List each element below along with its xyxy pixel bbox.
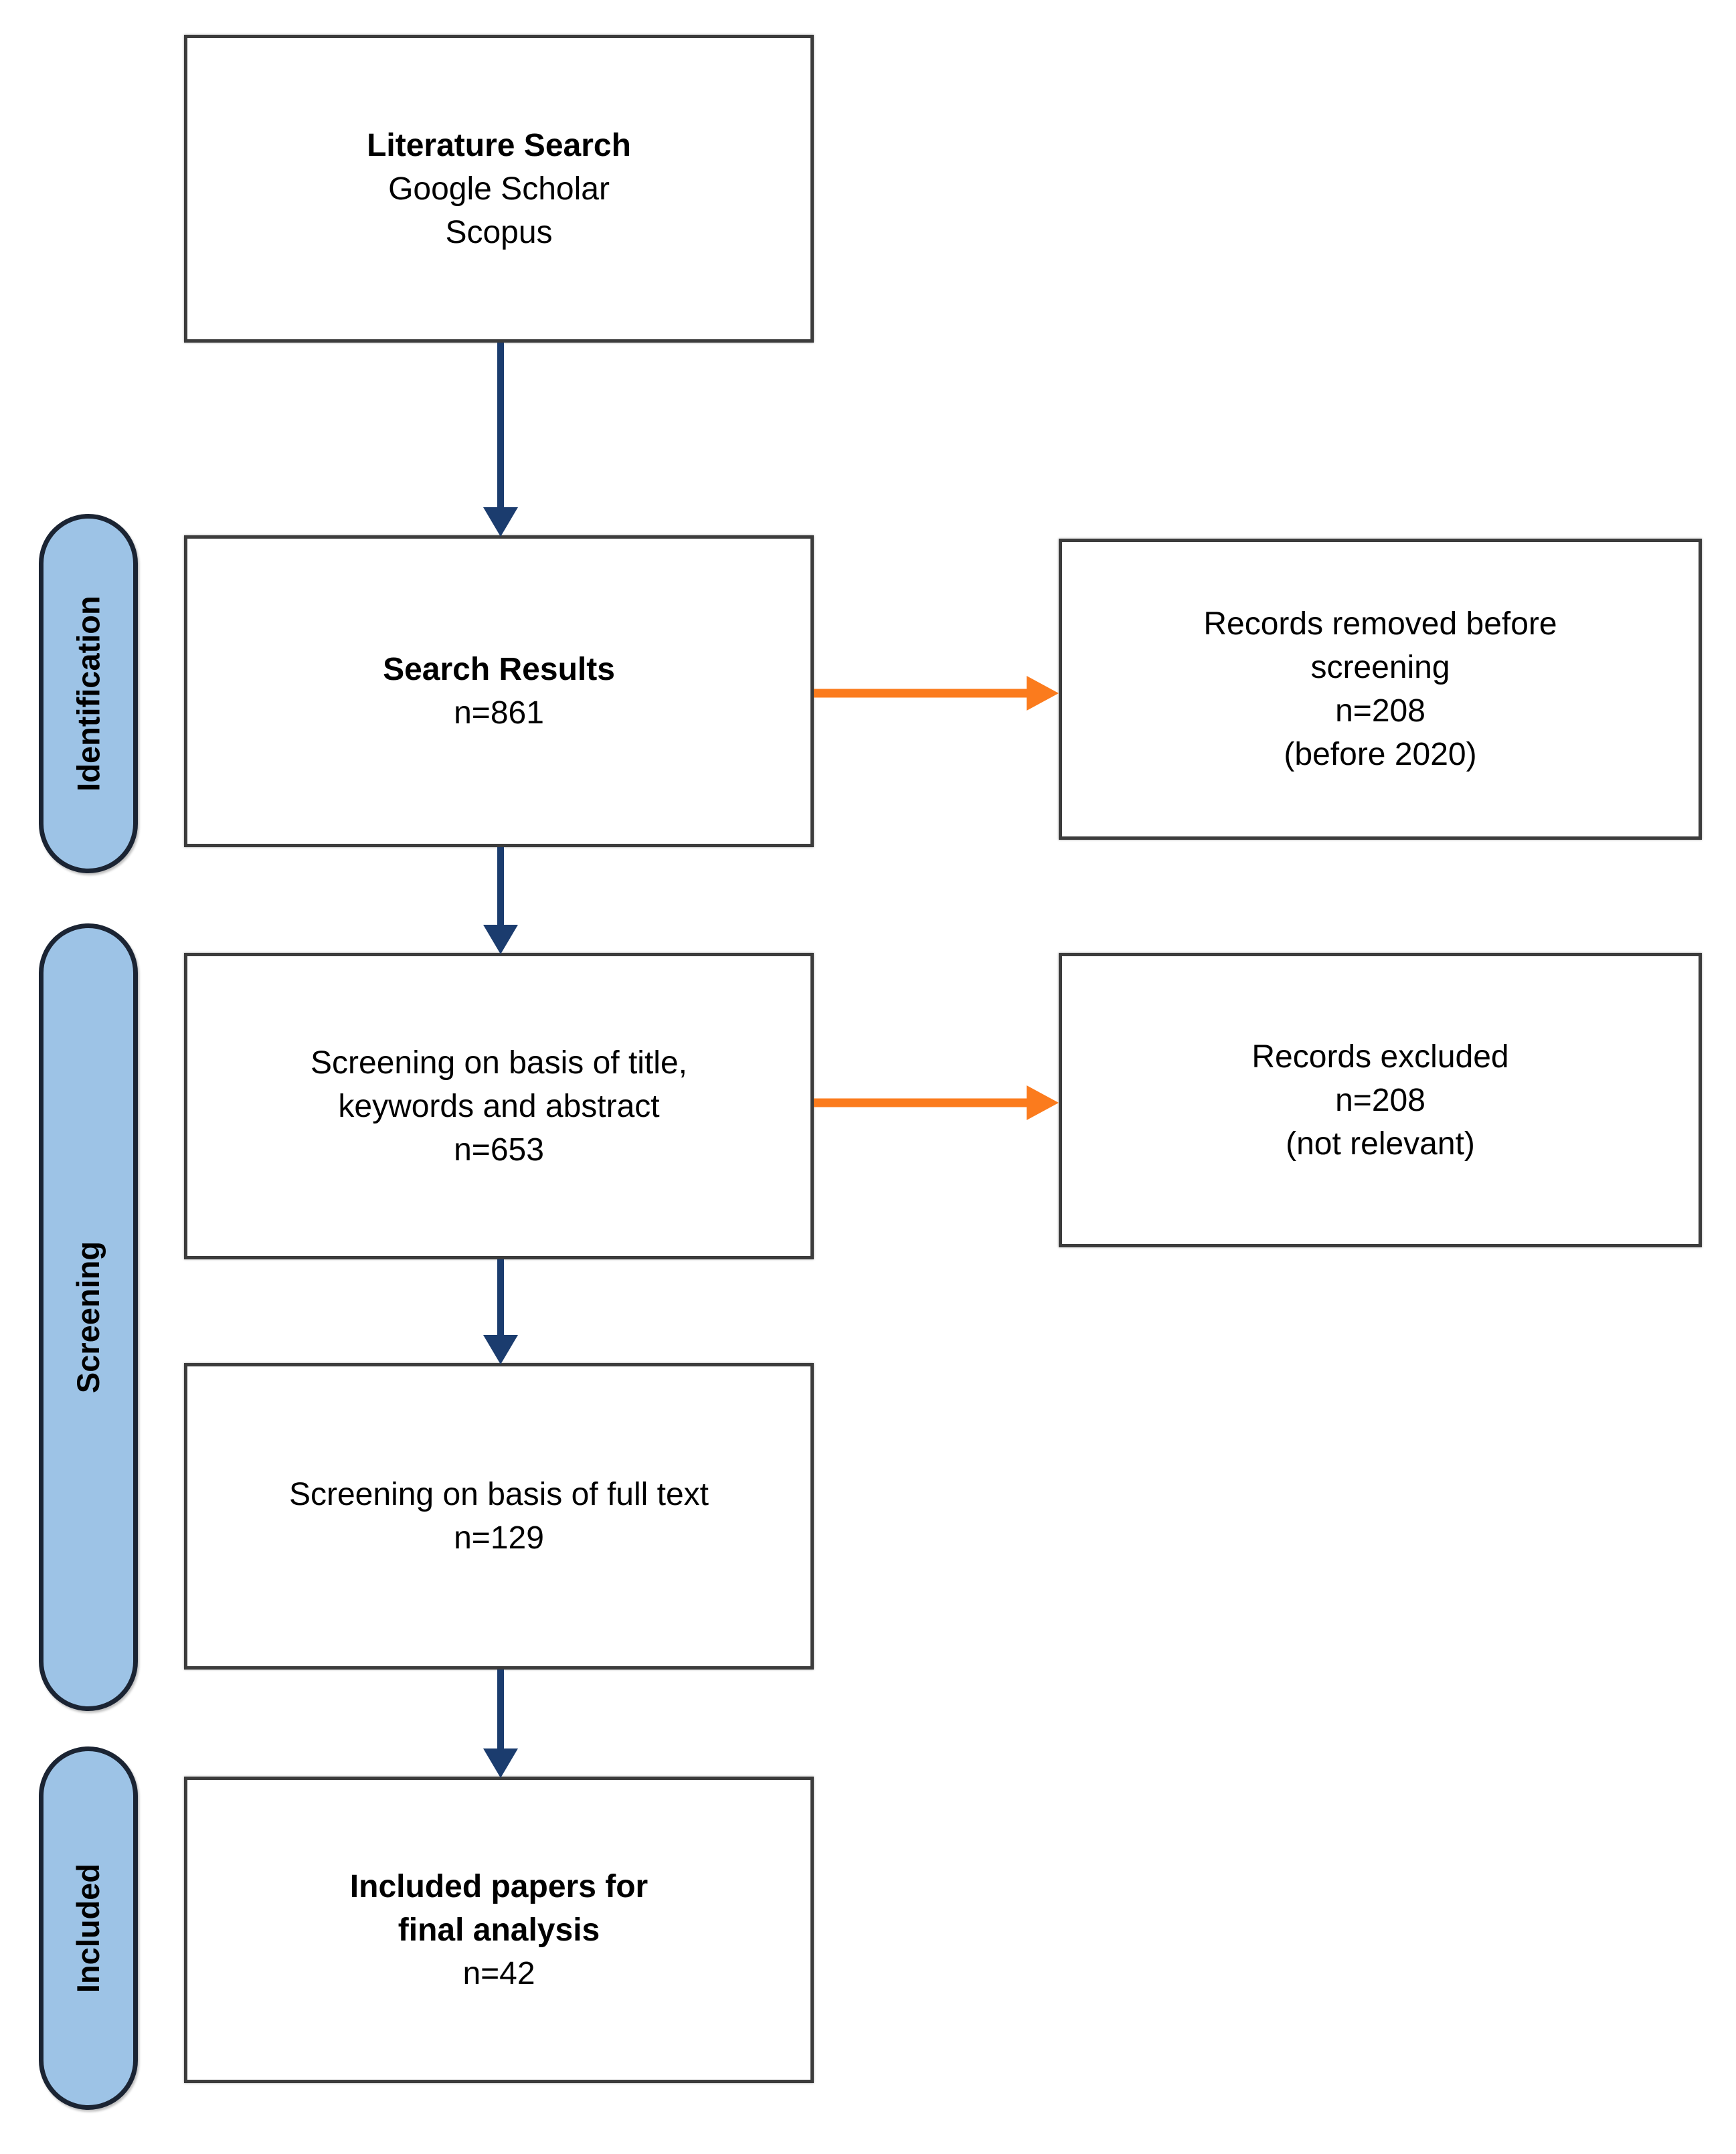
records-excluded-count: n=208	[1335, 1082, 1425, 1118]
arrow-stem	[497, 1259, 504, 1339]
included-papers-title-line: final analysis	[398, 1912, 600, 1948]
records-excluded-note: (not relevant)	[1286, 1126, 1475, 1162]
full-text-screening-box: Screening on basis of full text n=129	[184, 1363, 814, 1670]
flow-down-arrow-4	[483, 1670, 518, 1778]
flow-down-arrow-3	[483, 1259, 518, 1364]
flow-down-arrow-1	[483, 343, 518, 537]
records-excluded-line: Records excluded	[1251, 1039, 1509, 1075]
records-removed-count: n=208	[1335, 693, 1425, 729]
arrow-stem	[497, 847, 504, 929]
full-text-screening-count: n=129	[454, 1520, 544, 1556]
title-abstract-screening-count: n=653	[454, 1132, 544, 1168]
exclusion-right-arrow-2	[814, 1085, 1059, 1120]
stage-pill-included: Included	[39, 1746, 138, 2110]
arrow-head-down-icon	[483, 1335, 518, 1364]
arrow-head-down-icon	[483, 1748, 518, 1778]
search-results-title: Search Results	[383, 652, 615, 687]
included-papers-title-line: Included papers for	[349, 1868, 648, 1904]
records-removed-note: (before 2020)	[1284, 737, 1477, 772]
arrow-stem	[814, 1098, 1031, 1107]
stage-label-identification: Identification	[70, 596, 106, 792]
literature-search-box: Literature Search Google Scholar Scopus	[184, 35, 814, 343]
literature-search-source: Scopus	[445, 214, 553, 250]
exclusion-right-arrow-1	[814, 676, 1059, 711]
flow-down-arrow-2	[483, 847, 518, 954]
records-removed-line: screening	[1310, 650, 1450, 685]
stage-label-screening: Screening	[70, 1241, 106, 1394]
search-results-box: Search Results n=861	[184, 535, 814, 847]
records-excluded-box: Records excluded n=208 (not relevant)	[1059, 953, 1702, 1247]
arrow-stem	[497, 1670, 504, 1753]
full-text-screening-line: Screening on basis of full text	[288, 1477, 709, 1512]
stage-pill-identification: Identification	[39, 514, 138, 873]
title-abstract-screening-line: keywords and abstract	[338, 1088, 660, 1124]
search-results-count: n=861	[454, 695, 544, 731]
stage-pill-screening: Screening	[39, 923, 138, 1711]
arrow-stem	[497, 343, 504, 511]
literature-search-source: Google Scholar	[388, 171, 610, 207]
included-papers-box: Included papers for final analysis n=42	[184, 1777, 814, 2083]
title-abstract-screening-line: Screening on basis of title,	[311, 1045, 687, 1081]
stage-label-included: Included	[70, 1863, 106, 1993]
arrow-stem	[814, 689, 1031, 698]
literature-search-title: Literature Search	[367, 127, 631, 163]
arrow-head-down-icon	[483, 925, 518, 954]
arrow-head-right-icon	[1027, 676, 1059, 711]
records-removed-line: Records removed before	[1203, 606, 1557, 642]
records-removed-box: Records removed before screening n=208 (…	[1059, 539, 1702, 840]
arrow-head-down-icon	[483, 507, 518, 537]
arrow-head-right-icon	[1027, 1085, 1059, 1120]
title-abstract-screening-box: Screening on basis of title, keywords an…	[184, 953, 814, 1259]
included-papers-count: n=42	[462, 1955, 535, 1991]
